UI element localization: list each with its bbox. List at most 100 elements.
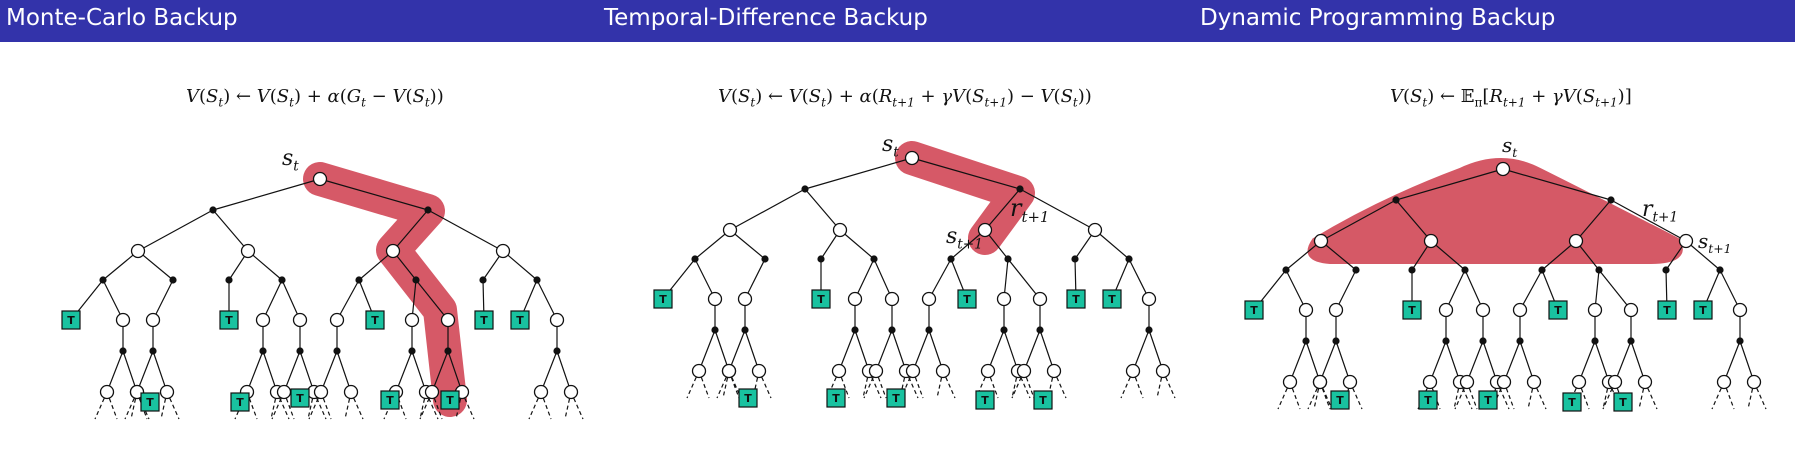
tree-edge	[102, 250, 139, 281]
tree-edge	[1285, 269, 1307, 311]
tree-edge	[1335, 340, 1351, 383]
tree-edge	[1519, 269, 1543, 311]
tree-edge	[270, 391, 278, 420]
action-node	[851, 326, 859, 334]
tree-edge	[911, 157, 1021, 190]
tree-edge	[283, 350, 301, 393]
tree-edge	[246, 350, 264, 393]
terminal-node	[61, 310, 81, 330]
tree-edge	[392, 209, 429, 252]
tree-edge	[1464, 269, 1484, 311]
tree-edge	[1277, 381, 1291, 410]
action-node	[1408, 266, 1416, 274]
state-node	[1571, 374, 1587, 390]
terminal-node	[440, 390, 460, 410]
tree-edge	[1319, 381, 1333, 410]
tree-edge	[891, 329, 907, 372]
dp-formula: V(St) ← 𝔼π[Rt+1 + γV(St+1)]	[1390, 86, 1632, 110]
tree-edge	[1319, 381, 1331, 410]
terminal-label: T	[1568, 396, 1576, 409]
terminal-node	[1613, 392, 1633, 412]
terminal-label: T	[1699, 304, 1707, 317]
td-next-label: st+1	[946, 224, 983, 253]
tree-edge	[912, 329, 930, 372]
tree-edge	[1320, 240, 1357, 271]
tree-edge	[447, 350, 463, 393]
terminal-label: T	[981, 394, 989, 407]
state-node	[1313, 233, 1329, 249]
tree-edge	[984, 188, 1021, 231]
tree-edge	[744, 258, 766, 300]
terminal-node	[811, 289, 831, 309]
tree-edge	[875, 329, 893, 372]
state-node	[1587, 302, 1603, 318]
terminal-label: T	[892, 392, 900, 405]
tree-edge	[1395, 199, 1432, 242]
terminal-label: T	[146, 396, 154, 409]
tree-edge	[1289, 340, 1307, 383]
tree-edge	[1335, 269, 1357, 311]
tree-edge	[1011, 370, 1025, 399]
tree-edge	[502, 250, 538, 281]
state-node	[904, 150, 920, 166]
mc-title: Monte-Carlo Backup	[6, 5, 238, 31]
action-node	[947, 255, 955, 263]
tree-edge	[1723, 381, 1735, 410]
terminal-node	[1418, 390, 1438, 410]
tree-edge	[247, 250, 283, 281]
action-node	[1016, 185, 1024, 193]
state-node	[1046, 363, 1062, 379]
tree-edge	[1466, 340, 1484, 383]
terminal-label: T	[1408, 304, 1416, 317]
action-node	[278, 276, 286, 284]
terminal-node	[1693, 300, 1713, 320]
dp-highlight	[1307, 158, 1683, 264]
tree-edge	[166, 391, 180, 420]
td-root-label: st	[882, 132, 899, 161]
tree-edge	[1120, 370, 1134, 399]
tree-edge	[950, 229, 986, 260]
tree-edge	[425, 391, 439, 420]
tree-edge	[714, 329, 730, 372]
state-node	[533, 384, 549, 400]
tree-edge	[1313, 381, 1321, 410]
tree-edge	[336, 350, 352, 393]
terminal-label: T	[1619, 396, 1627, 409]
tree-edge	[728, 329, 746, 372]
state-node	[1032, 291, 1048, 307]
state-node	[977, 222, 993, 238]
tree-edge	[427, 209, 504, 252]
tree-edge	[130, 391, 138, 420]
state-node	[832, 222, 848, 238]
tree-edge	[1128, 258, 1150, 300]
state-node	[707, 291, 723, 307]
tree-edge	[1502, 168, 1612, 201]
tree-edge	[307, 391, 315, 420]
state-node	[240, 243, 256, 259]
dp-title: Dynamic Programming Backup	[1200, 5, 1556, 31]
state-node	[1312, 374, 1328, 390]
tree-edge	[1132, 370, 1144, 399]
terminal-node	[1402, 300, 1422, 320]
tree-edge	[313, 391, 327, 420]
tree-edge	[854, 329, 870, 372]
action-node	[1461, 266, 1469, 274]
action-node	[355, 276, 363, 284]
state-node	[1087, 222, 1103, 238]
terminal-label: T	[386, 394, 394, 407]
terminal-node	[957, 289, 977, 309]
tree-edge	[722, 370, 730, 399]
state-node	[884, 291, 900, 307]
dp-next-label: st+1	[1698, 229, 1732, 256]
terminal-node	[1657, 300, 1677, 320]
state-node	[737, 291, 753, 307]
action-node	[1004, 255, 1012, 263]
action-node	[408, 347, 416, 355]
state-node	[1678, 233, 1694, 249]
action-node	[149, 347, 157, 355]
tree-edge	[281, 279, 301, 321]
state-node	[980, 363, 996, 379]
state-node	[563, 384, 579, 400]
td-highlight	[895, 141, 1035, 255]
